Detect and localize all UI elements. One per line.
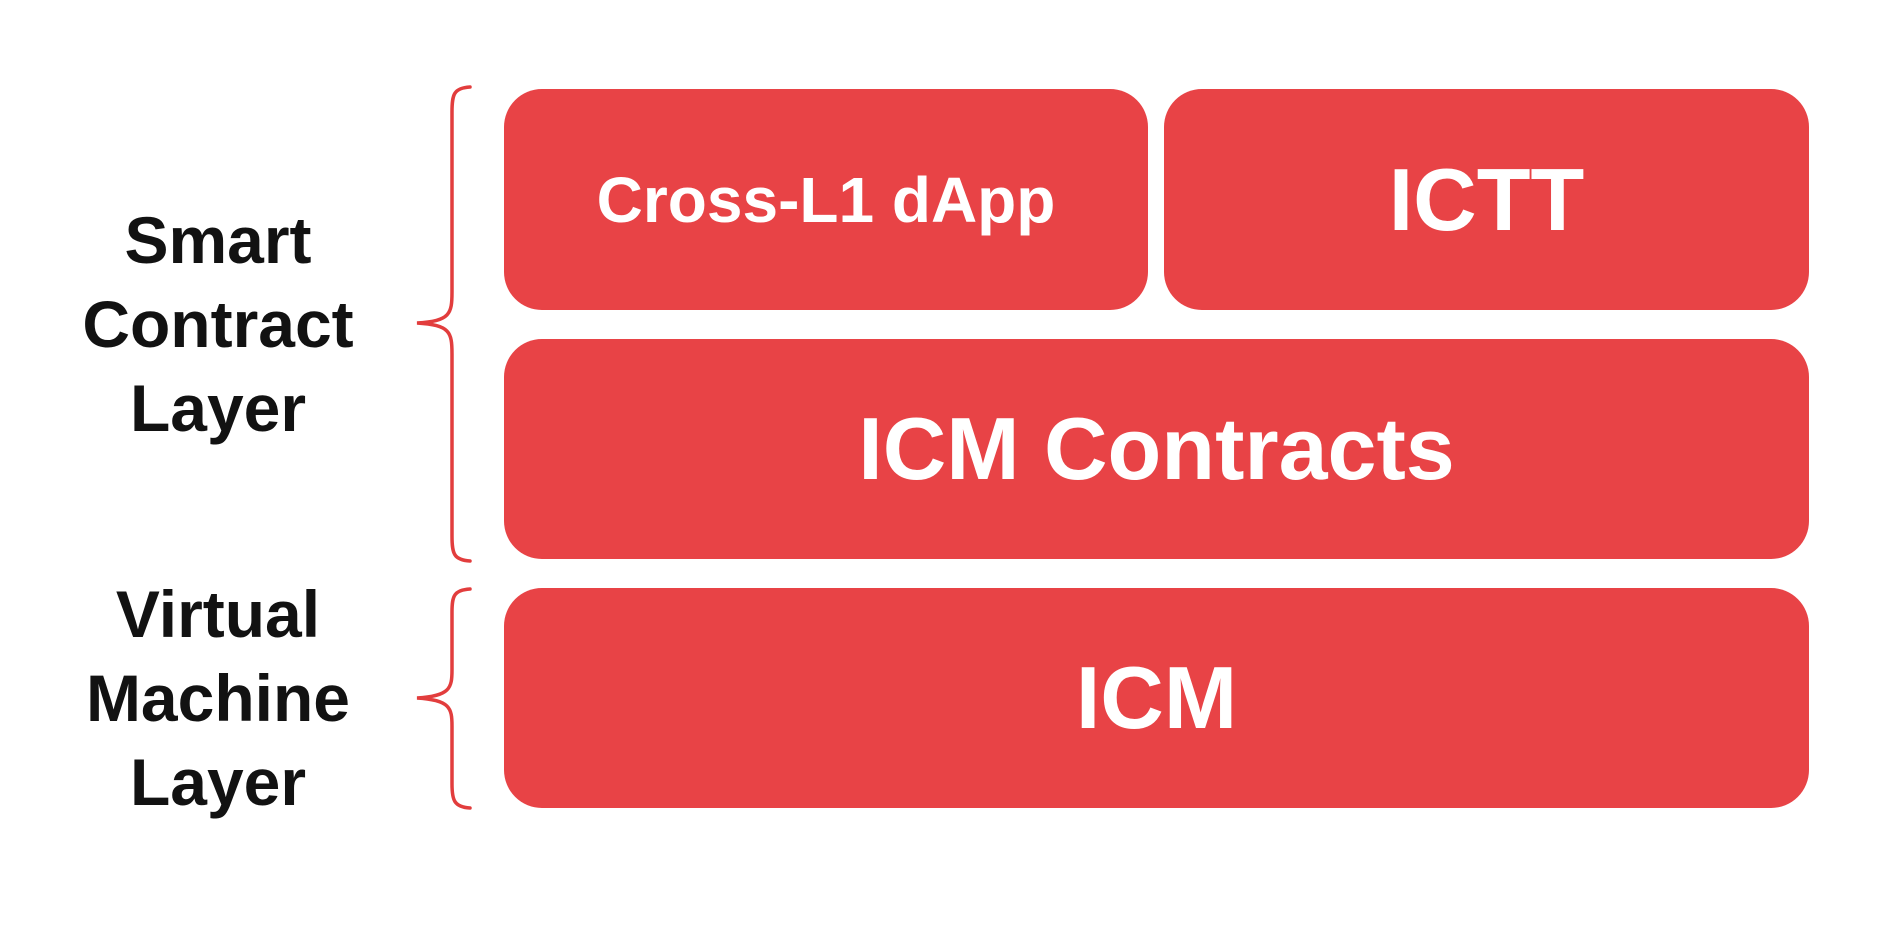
label-line: Layer [129, 371, 307, 445]
box-icm: ICM [504, 588, 1809, 808]
box-cross-l1-dapp: Cross-L1 dApp [504, 89, 1148, 310]
box-ictt: ICTT [1164, 89, 1809, 310]
label-line: Machine [85, 661, 351, 735]
label-smart-contract-layer: Smart Contract Layer [28, 198, 408, 450]
box-label: ICM [1075, 648, 1238, 747]
curly-brace-icon [416, 85, 472, 563]
label-line: Layer [129, 745, 307, 819]
box-icm-contracts: ICM Contracts [504, 339, 1809, 559]
box-label: ICTT [1388, 149, 1585, 249]
label-line: Virtual [115, 577, 321, 651]
label-line: Smart [124, 203, 312, 277]
label-line: Contract [82, 287, 354, 361]
curly-brace-icon [416, 587, 472, 810]
box-label: Cross-L1 dApp [596, 163, 1056, 236]
label-virtual-machine-layer: Virtual Machine Layer [28, 572, 408, 824]
box-label: ICM Contracts [858, 399, 1455, 498]
